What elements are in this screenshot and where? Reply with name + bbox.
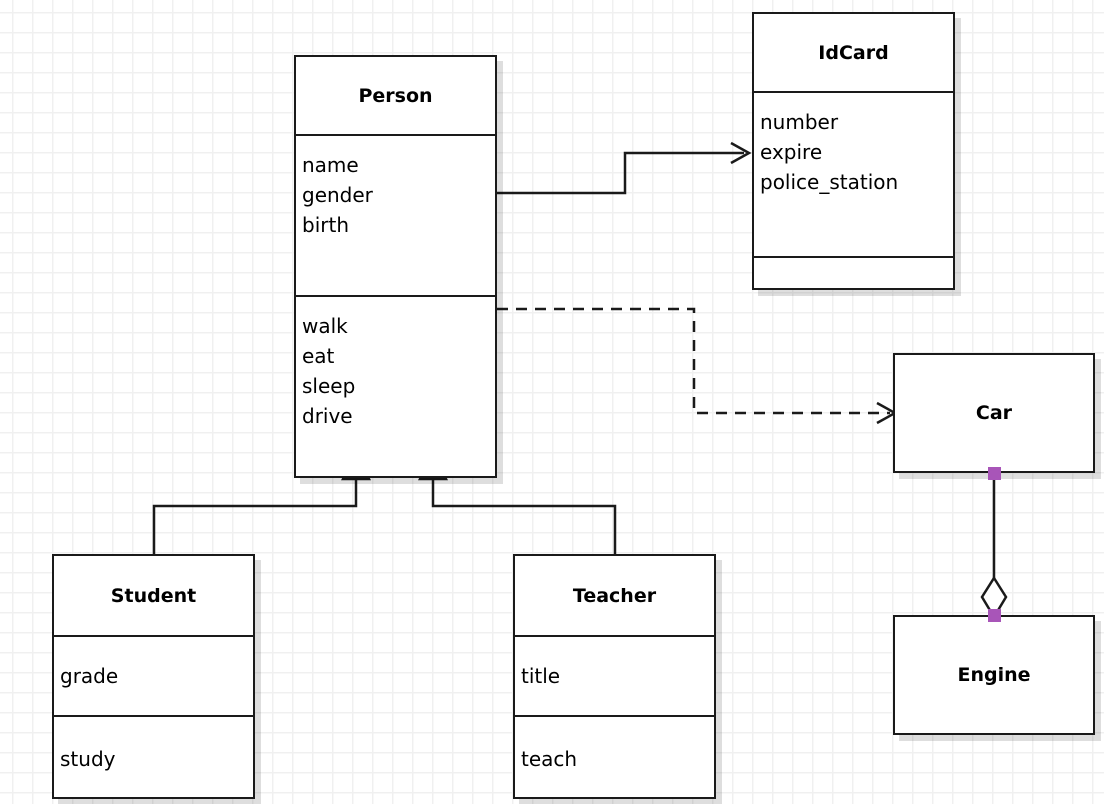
- attribute-item: name: [302, 153, 359, 177]
- class-attributes-student: grade: [54, 635, 253, 715]
- connection-handle-engine-top[interactable]: [988, 609, 1001, 622]
- attribute-item: birth: [302, 213, 349, 237]
- class-box-engine[interactable]: Engine: [893, 615, 1095, 735]
- class-methods-student: study: [54, 715, 253, 801]
- class-title-teacher: Teacher: [572, 584, 657, 607]
- class-title-person: Person: [358, 84, 433, 107]
- edge-person-car[interactable]: [497, 307, 898, 425]
- attribute-item: grade: [60, 664, 119, 688]
- class-box-car[interactable]: Car: [893, 353, 1095, 473]
- class-title-engine: Engine: [957, 664, 1031, 686]
- class-box-teacher[interactable]: Teacher title teach: [513, 554, 716, 799]
- class-attributes-teacher: title: [515, 635, 714, 715]
- attribute-item: expire: [760, 140, 823, 164]
- attribute-item: police_station: [760, 170, 899, 194]
- method-item: study: [60, 747, 116, 771]
- edge-person-idcard[interactable]: [497, 141, 752, 195]
- class-title-idcard: IdCard: [818, 41, 889, 64]
- class-title-car: Car: [975, 402, 1013, 424]
- class-methods-idcard: [754, 256, 953, 292]
- class-attributes-person: name gender birth: [296, 134, 495, 295]
- class-box-idcard[interactable]: IdCard number expire police_station: [752, 12, 955, 290]
- method-item: eat: [302, 344, 335, 368]
- method-item: teach: [521, 747, 578, 771]
- method-item: sleep: [302, 374, 356, 398]
- connection-handle-car-bottom[interactable]: [988, 467, 1001, 480]
- class-attributes-idcard: number expire police_station: [754, 91, 953, 256]
- class-methods-person: walk eat sleep drive: [296, 295, 495, 477]
- attribute-item: title: [521, 664, 561, 688]
- class-box-student[interactable]: Student grade study: [52, 554, 255, 799]
- class-title-student: Student: [110, 584, 197, 607]
- method-item: drive: [302, 404, 353, 428]
- attribute-item: number: [760, 110, 839, 134]
- class-box-person[interactable]: Person name gender birth walk eat sleep …: [294, 55, 497, 478]
- open-arrow-icon: [730, 141, 752, 165]
- method-item: walk: [302, 314, 348, 338]
- attribute-item: gender: [302, 183, 373, 207]
- edge-car-engine[interactable]: [980, 473, 1008, 620]
- class-methods-teacher: teach: [515, 715, 714, 801]
